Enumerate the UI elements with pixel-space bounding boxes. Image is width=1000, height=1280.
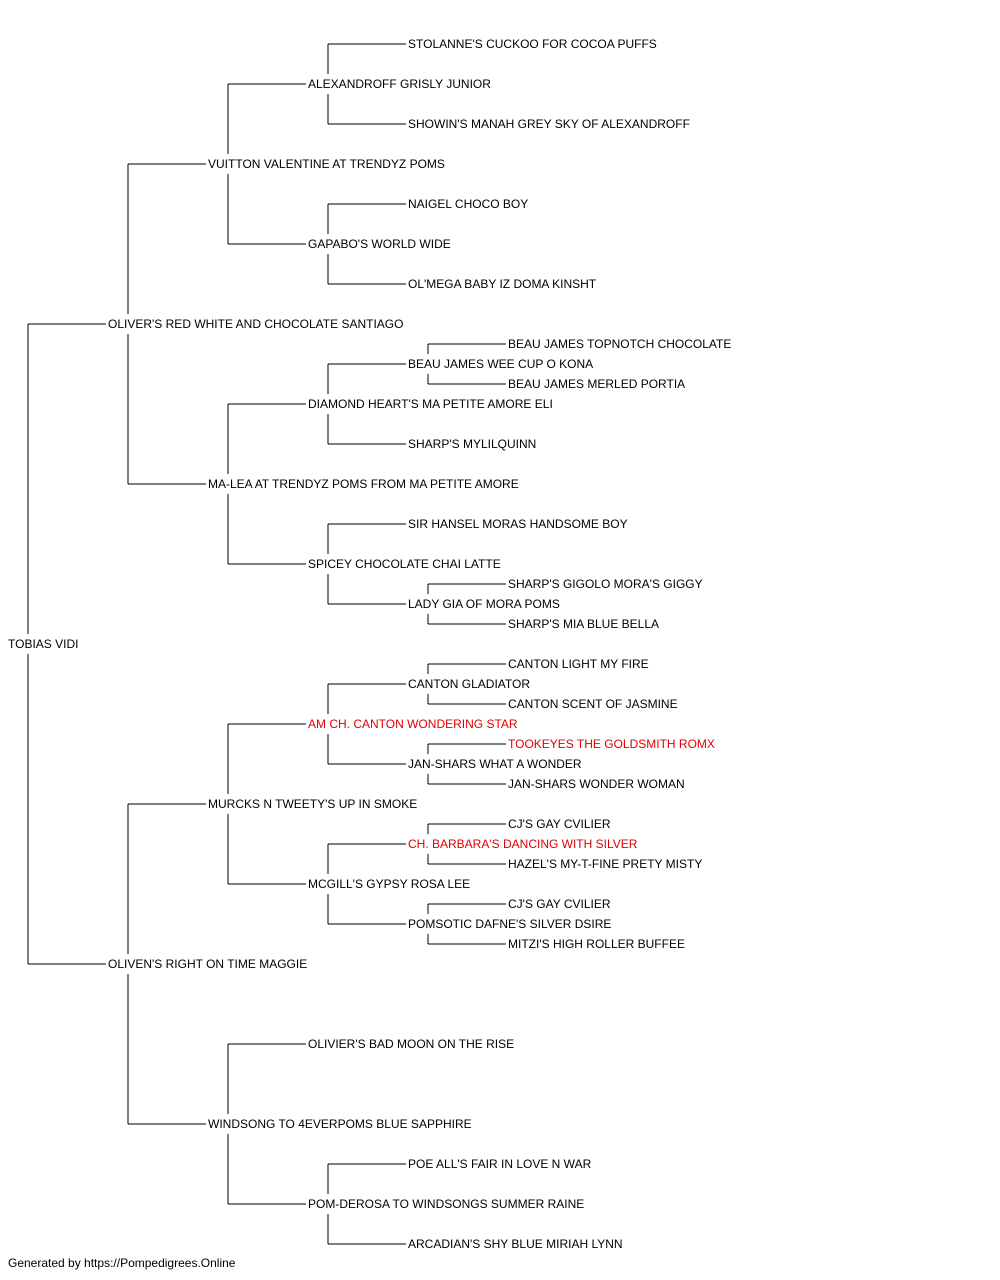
dog-name-ch-barbara-s-dancing-with-silver: CH. BARBARA'S DANCING WITH SILVER	[408, 837, 638, 851]
dog-name-beau-james-wee-cup-o-kona: BEAU JAMES WEE CUP O KONA	[408, 357, 593, 371]
dog-name-cj-s-gay-cvilier: CJ'S GAY CVILIER	[508, 817, 611, 831]
dog-name-alexandroff-grisly-junior: ALEXANDROFF GRISLY JUNIOR	[308, 77, 491, 91]
dog-name-jan-shars-what-a-wonder: JAN-SHARS WHAT A WONDER	[408, 757, 582, 771]
dog-name-olivier-s-bad-moon-on-the-rise: OLIVIER'S BAD MOON ON THE RISE	[308, 1037, 514, 1051]
dog-name-am-ch-canton-wondering-star: AM CH. CANTON WONDERING STAR	[308, 717, 518, 731]
dog-name-canton-gladiator: CANTON GLADIATOR	[408, 677, 530, 691]
dog-name-pomsotic-dafne-s-silver-dsire: POMSOTIC DAFNE'S SILVER DSIRE	[408, 917, 611, 931]
dog-name-ol-mega-baby-iz-doma-kinsht: OL'MEGA BABY IZ DOMA KINSHT	[408, 277, 597, 291]
dog-name-beau-james-merled-portia: BEAU JAMES MERLED PORTIA	[508, 377, 685, 391]
dog-name-ma-lea-at-trendyz-poms-from-ma-petite-amore: MA-LEA AT TRENDYZ POMS FROM MA PETITE AM…	[208, 477, 519, 491]
dog-name-canton-scent-of-jasmine: CANTON SCENT OF JASMINE	[508, 697, 678, 711]
dog-name-mcgill-s-gypsy-rosa-lee: MCGILL'S GYPSY ROSA LEE	[308, 877, 470, 891]
dog-name-diamond-heart-s-ma-petite-amore-eli: DIAMOND HEART'S MA PETITE AMORE ELI	[308, 397, 553, 411]
dog-name-arcadian-s-shy-blue-miriah-lynn: ARCADIAN'S SHY BLUE MIRIAH LYNN	[408, 1237, 623, 1250]
dog-name-oliver-s-red-white-and-chocolate-santiago: OLIVER'S RED WHITE AND CHOCOLATE SANTIAG…	[108, 317, 403, 331]
dog-name-tookeyes-the-goldsmith-romx: TOOKEYES THE GOLDSMITH ROMX	[508, 737, 715, 751]
dog-name-oliven-s-right-on-time-maggie: OLIVEN'S RIGHT ON TIME MAGGIE	[108, 957, 307, 971]
dog-name-stolanne-s-cuckoo-for-cocoa-puffs: STOLANNE'S CUCKOO FOR COCOA PUFFS	[408, 37, 657, 51]
dog-name-sharp-s-mia-blue-bella: SHARP'S MIA BLUE BELLA	[508, 617, 659, 631]
dog-name-vuitton-valentine-at-trendyz-poms: VUITTON VALENTINE AT TRENDYZ POMS	[208, 157, 445, 171]
dog-name-canton-light-my-fire: CANTON LIGHT MY FIRE	[508, 657, 649, 671]
dog-name-naigel-choco-boy: NAIGEL CHOCO BOY	[408, 197, 528, 211]
dog-name-windsong-to-4everpoms-blue-sapphire: WINDSONG TO 4EVERPOMS BLUE SAPPHIRE	[208, 1117, 472, 1131]
dog-name-spicey-chocolate-chai-latte: SPICEY CHOCOLATE CHAI LATTE	[308, 557, 501, 571]
dog-name-showin-s-manah-grey-sky-of-alexandroff: SHOWIN'S MANAH GREY SKY OF ALEXANDROFF	[408, 117, 690, 131]
dog-name-sharp-s-gigolo-mora-s-giggy: SHARP'S GIGOLO MORA'S GIGGY	[508, 577, 703, 591]
dog-name-lady-gia-of-mora-poms: LADY GIA OF MORA POMS	[408, 597, 560, 611]
dog-name-poe-all-s-fair-in-love-n-war: POE ALL'S FAIR IN LOVE N WAR	[408, 1157, 592, 1171]
dog-name-hazel-s-my-t-fine-prety-misty: HAZEL'S MY-T-FINE PRETY MISTY	[508, 857, 702, 871]
dog-name-cj-s-gay-cvilier: CJ'S GAY CVILIER	[508, 897, 611, 911]
dog-name-beau-james-topnotch-chocolate: BEAU JAMES TOPNOTCH CHOCOLATE	[508, 337, 731, 351]
dog-name-pom-derosa-to-windsongs-summer-raine: POM-DEROSA TO WINDSONGS SUMMER RAINE	[308, 1197, 584, 1211]
dog-name-tobias-vidi: TOBIAS VIDI	[8, 637, 78, 651]
dog-name-gapabo-s-world-wide: GAPABO'S WORLD WIDE	[308, 237, 451, 251]
dog-name-mitzi-s-high-roller-buffee: MITZI'S HIGH ROLLER BUFFEE	[508, 937, 685, 951]
footer-credit: Generated by https://Pompedigrees.Online	[8, 1256, 236, 1270]
dog-name-sharp-s-mylilquinn: SHARP'S MYLILQUINN	[408, 437, 536, 451]
dog-name-murcks-n-tweety-s-up-in-smoke: MURCKS N TWEETY'S UP IN SMOKE	[208, 797, 417, 811]
pedigree-tree: TOBIAS VIDI OLIVER'S RED WHITE AND CHOCOL…	[8, 37, 731, 1250]
dog-name-sir-hansel-moras-handsome-boy: SIR HANSEL MORAS HANDSOME BOY	[408, 517, 628, 531]
dog-name-jan-shars-wonder-woman: JAN-SHARS WONDER WOMAN	[508, 777, 685, 791]
